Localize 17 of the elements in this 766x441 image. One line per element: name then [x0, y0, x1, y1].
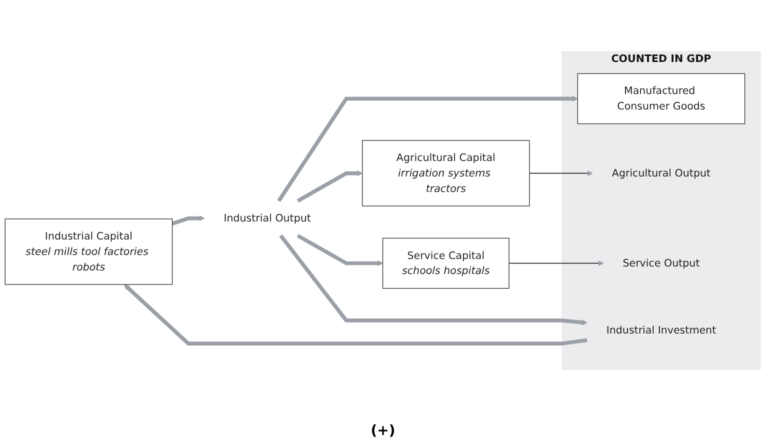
arrow [529, 170, 593, 176]
node-box: Agricultural Capital irrigation systems tractors [362, 140, 530, 206]
arrow [124, 284, 588, 346]
node-box: Manufactured Consumer Goods [577, 73, 746, 124]
node-text: Service Output [622, 256, 700, 269]
arrow [296, 170, 363, 203]
arrow [279, 234, 588, 326]
node-text: Industrial Investment [606, 324, 716, 336]
arrow [296, 234, 384, 266]
arrow [172, 215, 205, 226]
arrow [508, 260, 604, 266]
node-box: Service Capital schools hospitals [382, 238, 510, 289]
node-text: Agricultural Output [612, 166, 711, 180]
node-text: Industrial Output [224, 212, 311, 224]
node-box: Industrial Capital steel mills tool factories robots [4, 218, 173, 285]
arrow [277, 96, 578, 202]
loop-sign: (+) [370, 423, 396, 439]
